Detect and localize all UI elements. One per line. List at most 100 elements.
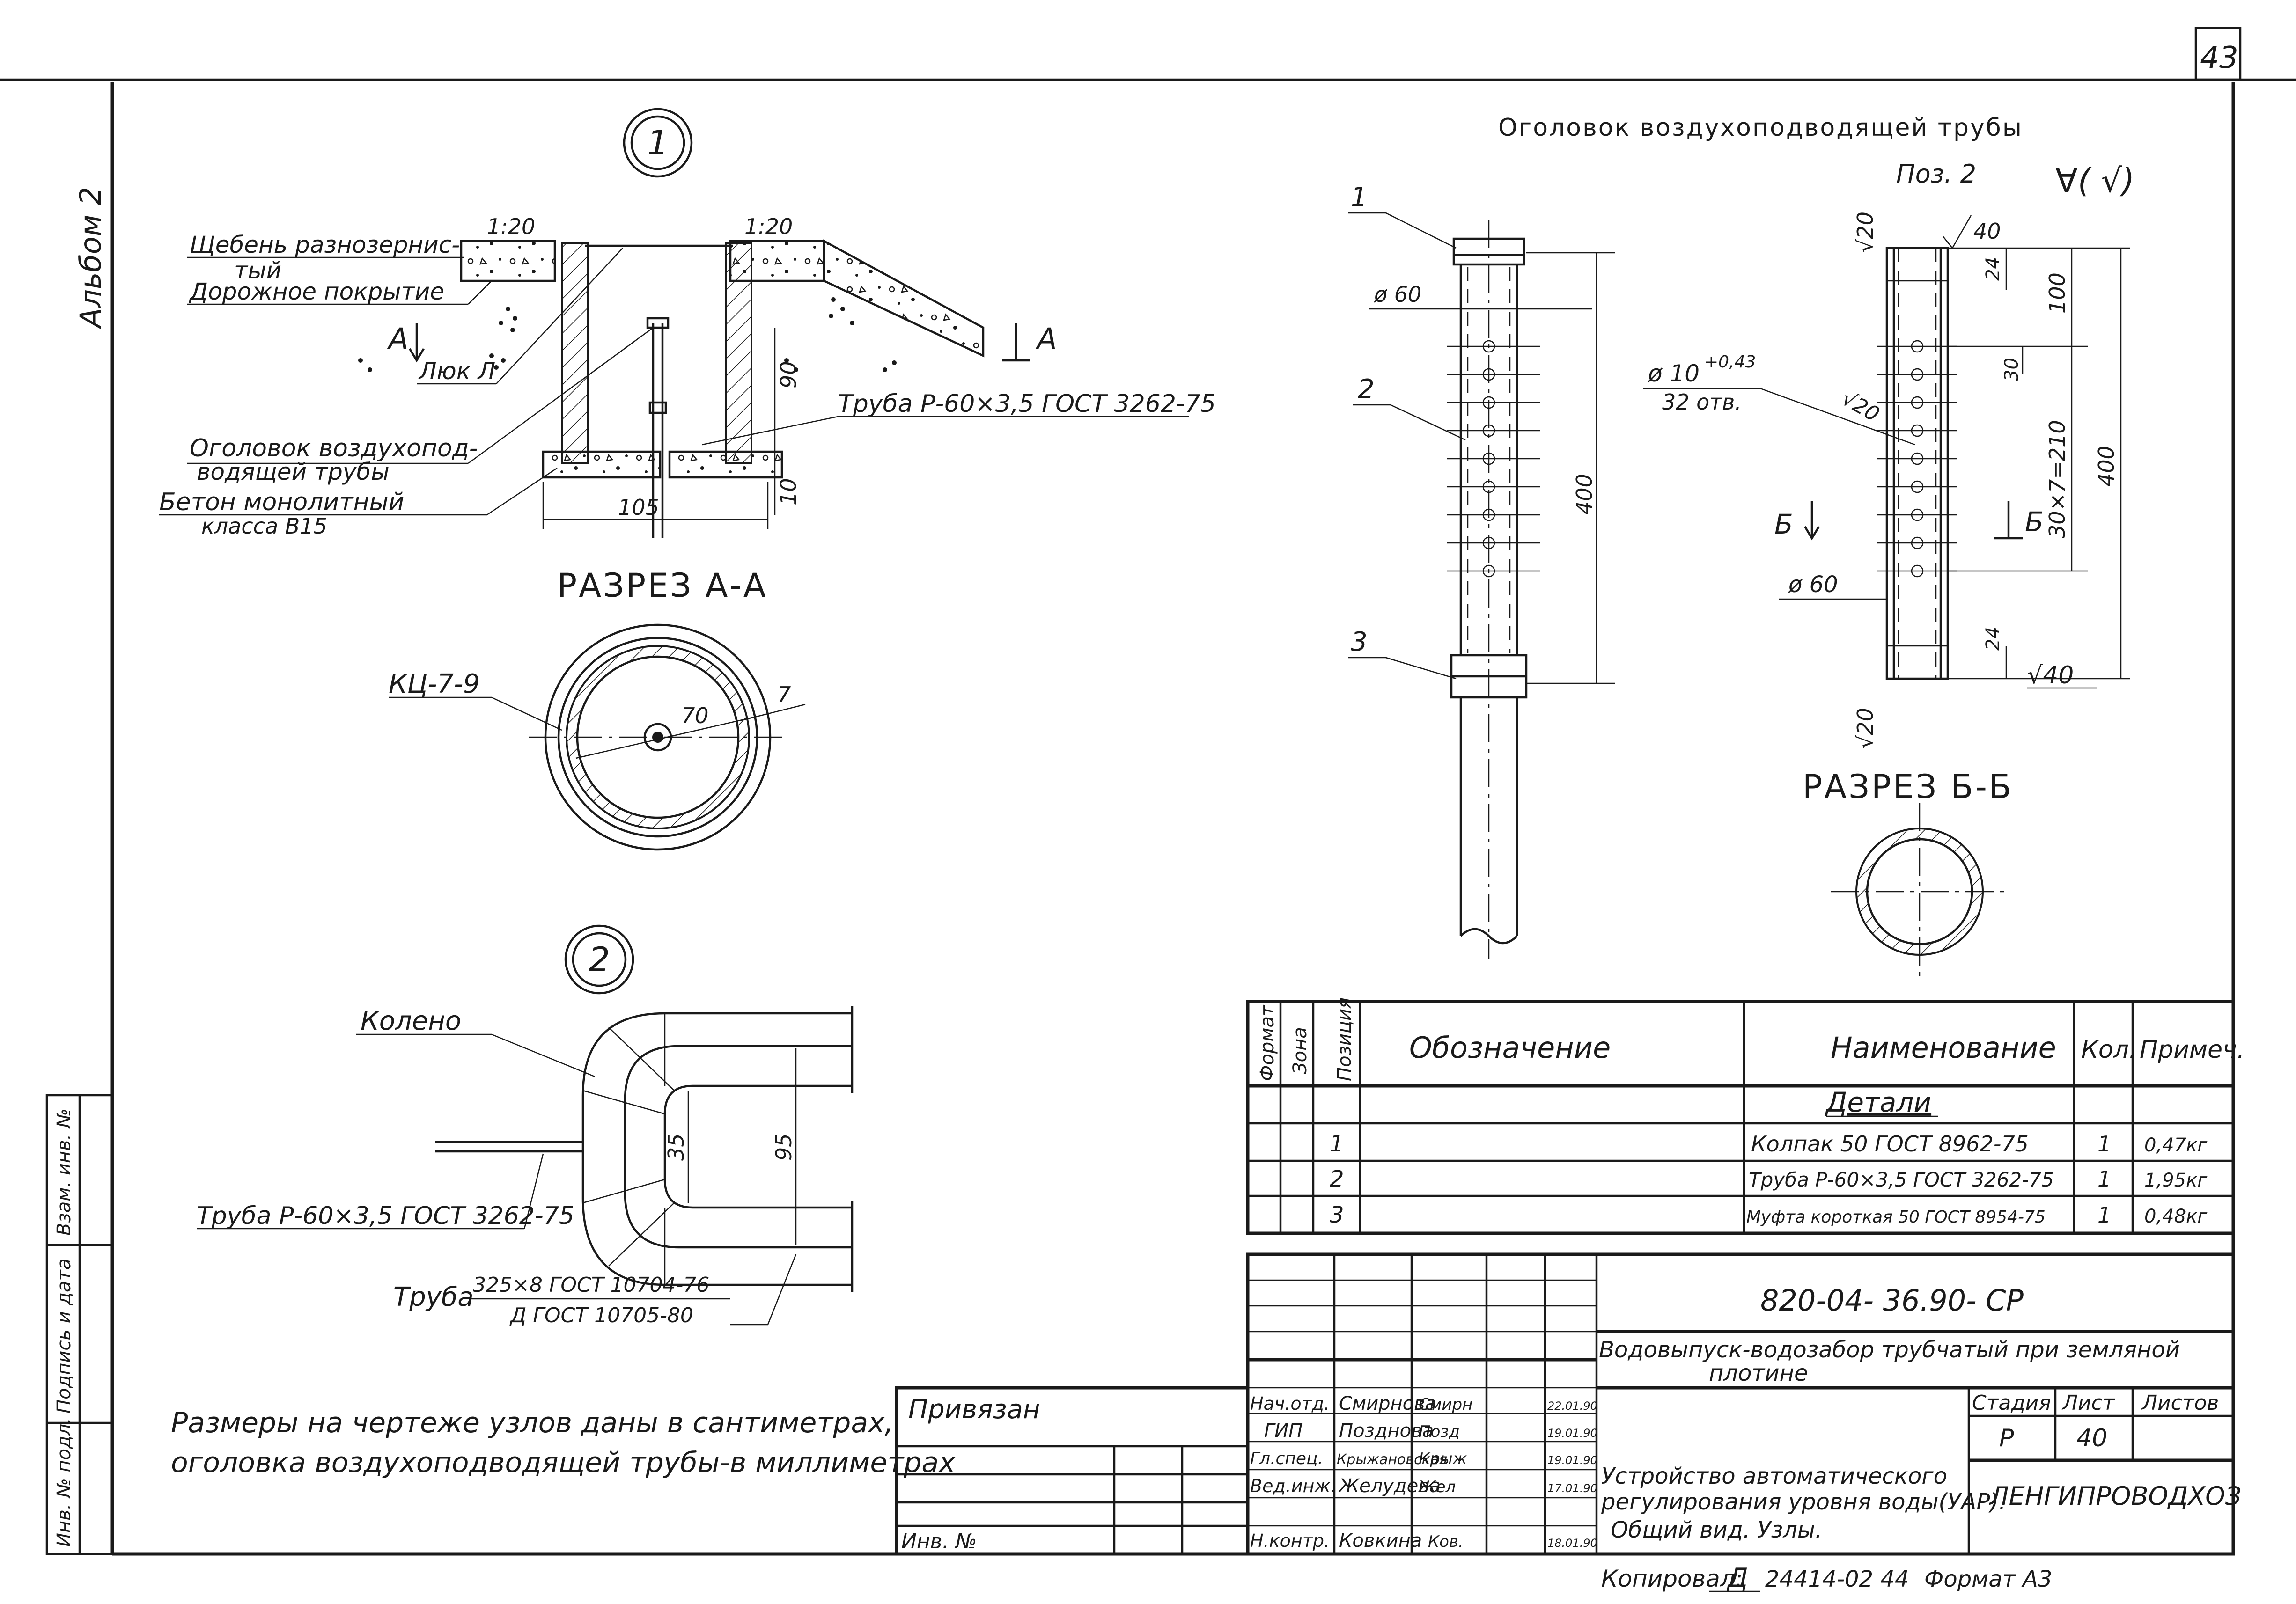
- table-row: 2 Труба Р-60×3,5 ГОСТ 3262-75 1 1,95кг: [1330, 1166, 2208, 1192]
- inv-orig-label: Инв. № подл.: [53, 1418, 75, 1547]
- row-1-note: 0,47кг: [2144, 1135, 2208, 1156]
- node-2-number: 2: [589, 940, 610, 979]
- callout-2: 2: [1358, 374, 1375, 404]
- album-label: Альбом 2: [74, 187, 108, 330]
- section-b-right: Б: [2025, 506, 2044, 538]
- row-1-pos: 1: [1330, 1131, 1344, 1157]
- staff-role: Вед.инж.: [1250, 1476, 1336, 1496]
- row-2-note: 1,95кг: [2144, 1170, 2208, 1191]
- table-row: 1 Колпак 50 ГОСТ 8962-75 1 0,47кг: [1330, 1131, 2208, 1157]
- label-hatch: Люк Л: [418, 358, 495, 385]
- head-dim-400: 400: [1572, 474, 1597, 515]
- dim-90: 90: [776, 361, 801, 388]
- row-1-name: Колпак 50 ГОСТ 8962-75: [1751, 1131, 2029, 1157]
- row-3-qty: 1: [2097, 1202, 2111, 1228]
- dim-35: 35: [663, 1133, 689, 1161]
- slope-right-text: 1:20: [744, 214, 793, 239]
- staff-sign: Крыж: [1419, 1450, 1467, 1468]
- head-holes: [1447, 340, 1540, 578]
- callout-1: 1: [1351, 182, 1368, 212]
- staff-name: Смирнова: [1339, 1393, 1436, 1414]
- dim-7: 7: [777, 682, 791, 707]
- hole-tol: +0,43: [1704, 352, 1756, 372]
- staff-date: 19.01.90: [1547, 1427, 1597, 1440]
- head-detail-title: Оголовок воздухоподводящей трубы: [1498, 114, 2023, 142]
- staff-role: Н.контр.: [1250, 1531, 1330, 1551]
- staff-row: Гл.спец. Крыжановская Крыж 19.01.90: [1250, 1449, 1597, 1468]
- slope-left-text: 1:20: [487, 214, 535, 239]
- staff-name: Ковкина: [1339, 1530, 1422, 1552]
- staff-role: Гл.спец.: [1250, 1449, 1323, 1468]
- label-concrete-1: Бетон монолитный: [159, 488, 404, 516]
- wall-left: [561, 242, 589, 464]
- head-detail: Оголовок воздухоподводящей трубы: [1348, 114, 2023, 959]
- stage-header: Стадия: [1972, 1391, 2051, 1415]
- row-2-qty: 1: [2097, 1166, 2111, 1192]
- surface-left: [460, 240, 556, 282]
- dim-70: 70: [681, 703, 709, 728]
- footer: Копировал: Д 24414-02 44 Формат А3: [1601, 1563, 2052, 1593]
- soil-dots: [358, 297, 897, 372]
- r40-top: 40: [1973, 219, 2001, 244]
- th-note: Примеч.: [2140, 1036, 2244, 1064]
- th-zone: Зона: [1289, 1027, 1311, 1074]
- drawing-line-1: Устройство автоматического: [1601, 1463, 1947, 1489]
- r40-bottom: √40: [2027, 661, 2074, 689]
- th-format: Формат: [1257, 1004, 1278, 1081]
- sheet-header: Лист: [2061, 1391, 2115, 1415]
- stage-value: Р: [1999, 1424, 2014, 1452]
- staff-role: ГИП: [1264, 1420, 1303, 1442]
- bound-label: Привязан: [908, 1394, 1040, 1425]
- wall-right: [725, 242, 752, 464]
- dim-95: 95: [771, 1133, 796, 1161]
- inv-label: Инв. №: [901, 1530, 977, 1553]
- label-pipe-big-bottom: Д ГОСТ 10705-80: [509, 1304, 693, 1327]
- dim-24-bottom: 24: [1982, 627, 2004, 651]
- side-stamp: Взам. инв. № Подпись и дата Инв. № подл.: [45, 1094, 114, 1555]
- dim-30: 30: [2001, 358, 2023, 381]
- section-a-right: А: [1035, 322, 1057, 356]
- staff-date: 18.01.90: [1547, 1537, 1597, 1550]
- copied-number: 24414-02 44: [1765, 1566, 1909, 1592]
- label-elbow: Колено: [361, 1006, 461, 1036]
- row-1-qty: 1: [2097, 1131, 2111, 1157]
- page-number: 43: [2200, 41, 2238, 75]
- hole-count: 32 отв.: [1662, 389, 1742, 415]
- binding-block: Привязан Инв. №: [895, 1386, 1250, 1556]
- note: Размеры на чертеже узлов даны в сантимет…: [171, 1406, 956, 1479]
- dim-10: 10: [776, 478, 801, 505]
- dim-30x7: 30×7=210: [2045, 420, 2070, 538]
- row-3-note: 0,48кг: [2144, 1206, 2208, 1227]
- group-details: Детали: [1825, 1086, 1931, 1118]
- label-pipe: Труба Р-60×3,5 ГОСТ 3262-75: [838, 390, 1216, 418]
- staff-sign: Жел: [1418, 1478, 1456, 1496]
- pos-2-roughness: ∀( √): [2055, 161, 2134, 200]
- label-gravel-2: тый: [234, 257, 281, 284]
- title-block: 820-04- 36.90- СР Водовыпуск-водозабор т…: [1246, 1252, 2241, 1556]
- label-pipe-big-top: 325×8 ГОСТ 10704-76: [473, 1273, 709, 1297]
- label-head-2: водящей трубы: [197, 458, 390, 485]
- th-qty: Кол.: [2081, 1036, 2137, 1064]
- th-designation: Обозначение: [1409, 1031, 1611, 1065]
- section-b-left: Б: [1774, 508, 1793, 540]
- callout-3: 3: [1351, 627, 1368, 657]
- organization: ЛЕНГИПРОВОДХОЗ: [1989, 1481, 2241, 1511]
- label-road: Дорожное покрытие: [189, 278, 444, 305]
- node-1: 1 А А: [159, 108, 1216, 539]
- sign-date-label: Подпись и дата: [53, 1259, 75, 1414]
- node-2: 2 Колено Труба Р-60×3,5 ГОСТ 3262-75 Тру…: [197, 924, 854, 1327]
- staff-row: ГИП Позднова Позд 19.01.90: [1264, 1420, 1597, 1442]
- r20-top: √20: [1853, 212, 1878, 253]
- table-row: 3 Муфта короткая 50 ГОСТ 8954-75 1 0,48к…: [1330, 1202, 2208, 1228]
- pos2-dia-60: ø 60: [1788, 571, 1838, 598]
- pos-2-detail: Поз. 2 ∀( √) √20 40 24 100: [1643, 159, 2134, 749]
- th-name: Наименование: [1831, 1031, 2056, 1065]
- dim-100: 100: [2045, 272, 2070, 314]
- r20-bottom: √20: [1853, 708, 1878, 749]
- note-line-1: Размеры на чертеже узлов даны в сантимет…: [171, 1406, 894, 1439]
- sheet-value: 40: [2076, 1424, 2107, 1452]
- staff-row: Вед.инж. Желудева Жел 17.01.90: [1250, 1475, 1597, 1497]
- staff-name: Желудева: [1338, 1475, 1441, 1497]
- sheets-header: Листов: [2141, 1391, 2219, 1415]
